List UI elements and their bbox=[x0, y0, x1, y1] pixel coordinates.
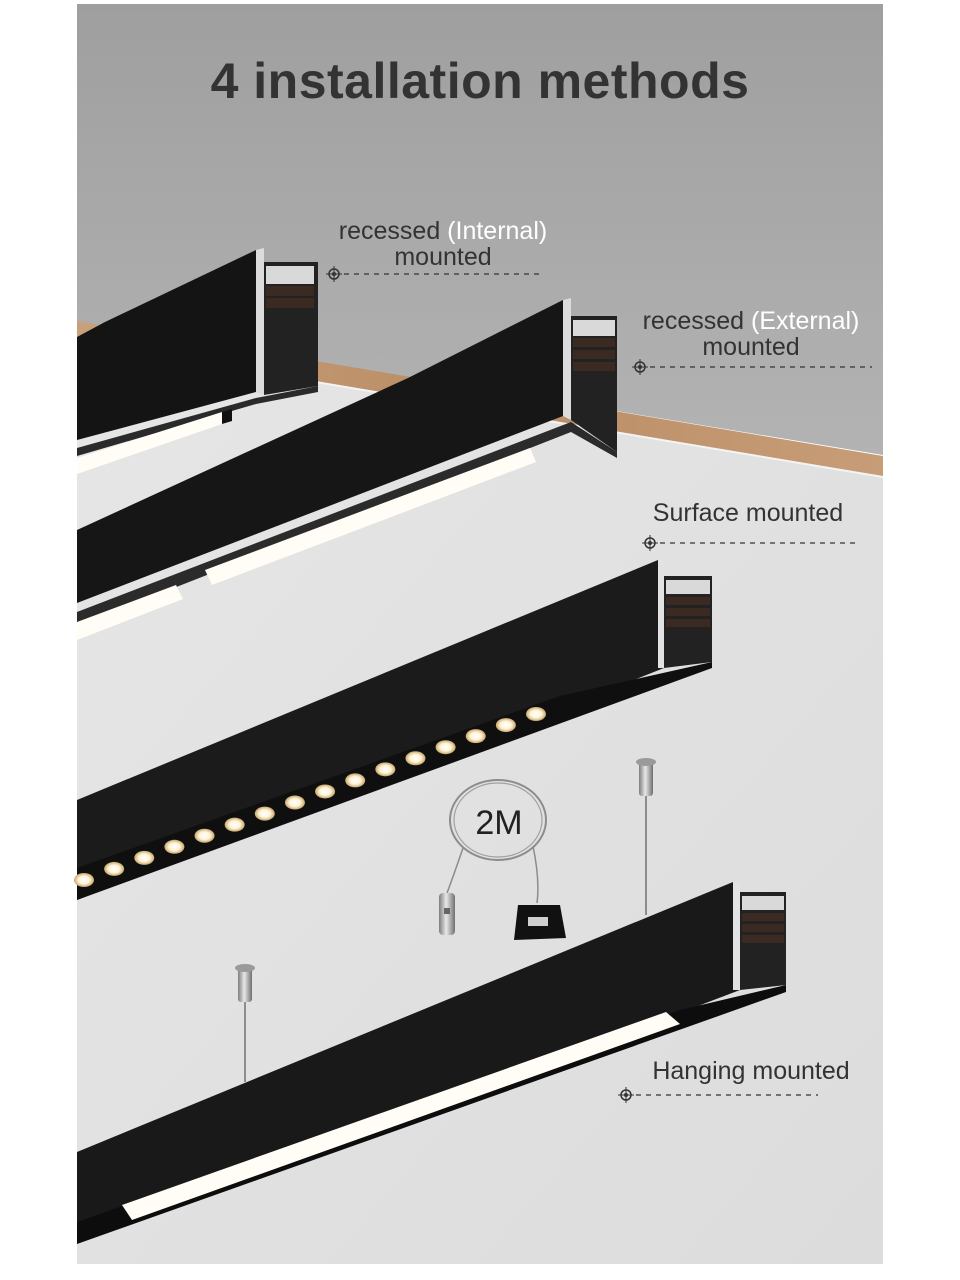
cable-length-label: 2M bbox=[475, 804, 523, 842]
ceiling-anchor bbox=[238, 968, 252, 1002]
led-cup bbox=[375, 762, 396, 777]
led-cup bbox=[465, 729, 486, 744]
label-highlight: (External) bbox=[751, 307, 860, 335]
led-cup bbox=[345, 773, 366, 788]
led-cup bbox=[495, 718, 516, 733]
profile-recessed-internal bbox=[77, 248, 318, 474]
label-line-1: recessed (External) bbox=[642, 307, 860, 335]
profile-recessed-external bbox=[77, 298, 617, 640]
wall-surface bbox=[77, 342, 883, 1264]
profile-surface-mounted bbox=[74, 560, 712, 900]
led-cup bbox=[194, 828, 215, 843]
led-cup bbox=[104, 861, 125, 876]
label-highlight: (Internal) bbox=[447, 217, 548, 245]
led-row bbox=[74, 707, 546, 887]
cable-coil bbox=[449, 779, 547, 861]
led-cup bbox=[405, 751, 426, 766]
label-recessed-external: recessed (External) mounted bbox=[622, 308, 880, 360]
led-cup bbox=[315, 784, 336, 799]
label-surface-mounted: Surface mounted bbox=[652, 499, 844, 527]
led-cup bbox=[134, 850, 155, 865]
suspension-cable-kit bbox=[439, 779, 566, 940]
ceiling-anchor bbox=[639, 762, 653, 796]
label-line-2: mounted bbox=[394, 243, 492, 271]
led-cup bbox=[74, 873, 94, 887]
light-strip bbox=[77, 412, 222, 474]
led-cup bbox=[526, 707, 546, 721]
light-strip bbox=[205, 448, 536, 585]
led-cup bbox=[254, 806, 275, 821]
leader-hanging bbox=[618, 1087, 818, 1103]
led-cup bbox=[164, 839, 185, 854]
leader-surface bbox=[642, 535, 858, 551]
led-cup bbox=[284, 795, 305, 810]
light-strip bbox=[122, 1012, 680, 1220]
label-line-2: mounted bbox=[702, 333, 800, 361]
led-cup bbox=[224, 817, 245, 832]
label-hanging-mounted: Hanging mounted bbox=[652, 1057, 850, 1085]
led-cup bbox=[435, 740, 456, 755]
leader-internal bbox=[326, 266, 542, 282]
leader-external bbox=[632, 359, 872, 375]
label-line-1: recessed (Internal) bbox=[338, 217, 548, 245]
profile-hanging-mounted bbox=[77, 758, 786, 1244]
label-recessed-internal: recessed (Internal) mounted bbox=[318, 218, 568, 270]
page-title: 4 installation methods bbox=[210, 53, 750, 109]
